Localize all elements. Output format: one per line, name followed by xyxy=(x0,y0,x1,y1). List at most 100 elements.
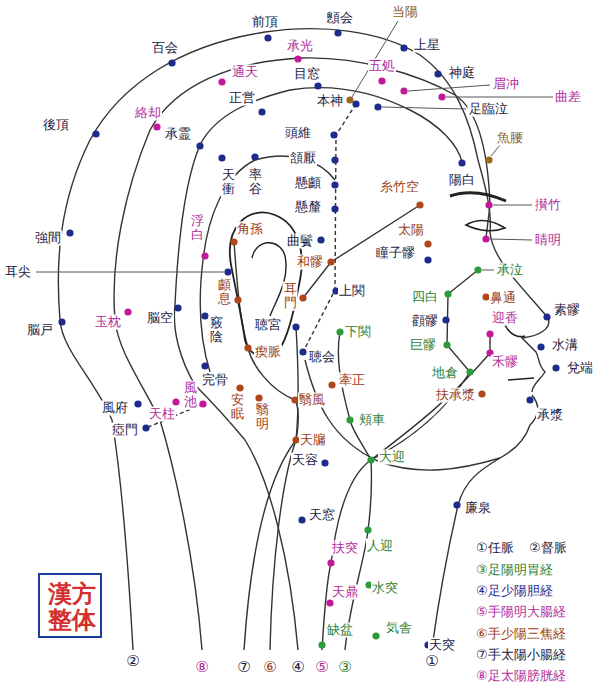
point-dot xyxy=(299,348,306,355)
legend-entry: ③足陽明胃経 xyxy=(475,563,554,578)
leader-line xyxy=(482,270,494,271)
point-name: 眉冲 xyxy=(492,77,520,92)
point-name: 上星 xyxy=(413,38,441,53)
point-name: 承泣 xyxy=(496,263,524,278)
point-dot xyxy=(255,394,262,401)
triple-burner-line xyxy=(234,242,298,650)
point-dot xyxy=(153,123,160,130)
large-intestine-line xyxy=(322,334,490,650)
point-name: 顴髎 xyxy=(411,314,439,329)
point-dot xyxy=(314,82,321,89)
point-name: 頷厭 xyxy=(289,151,317,166)
point-name: 目窓 xyxy=(293,67,321,82)
leader-lines xyxy=(36,21,553,272)
point-name: 玉枕 xyxy=(94,315,122,330)
point-name: 承光 xyxy=(286,39,314,54)
point-dot xyxy=(474,266,481,273)
point-name: 神庭 xyxy=(448,66,476,81)
point-name: 和髎 xyxy=(296,255,324,270)
point-name: 脳空 xyxy=(146,311,174,326)
meridian-lines xyxy=(58,29,548,650)
point-name: 水突 xyxy=(371,581,399,596)
point-dot xyxy=(218,78,225,85)
point-name: 風府 xyxy=(101,401,129,416)
ear-inner xyxy=(252,243,286,316)
callout-number: ⑥ xyxy=(262,659,277,676)
gallbladder-dashed xyxy=(303,104,356,352)
nostril xyxy=(505,325,525,337)
point-name: 絡却 xyxy=(134,106,162,121)
point-name: 扶承漿 xyxy=(435,388,476,403)
point-name: 天柱 xyxy=(148,407,176,422)
face-features xyxy=(230,193,534,380)
point-dot xyxy=(294,55,301,62)
point-name: 風池 xyxy=(183,381,198,410)
point-dot xyxy=(416,201,423,208)
point-name: 攅竹 xyxy=(534,198,562,213)
point-name: 鼻通 xyxy=(489,291,517,306)
point-name: 承漿 xyxy=(536,408,564,423)
point-dot xyxy=(299,294,306,301)
point-dot xyxy=(292,323,299,330)
point-name: 浮白 xyxy=(190,214,205,243)
point-name: 地倉 xyxy=(431,366,459,381)
point-dot xyxy=(458,159,465,166)
point-name: 完骨 xyxy=(201,373,229,388)
point-name: 本神 xyxy=(316,94,344,109)
point-dot xyxy=(552,364,559,371)
point-name: 安眠 xyxy=(230,393,245,422)
point-dot xyxy=(485,156,492,163)
point-dot xyxy=(486,330,493,337)
point-name: 天鼎 xyxy=(331,585,359,600)
point-name: 迎香 xyxy=(491,311,519,326)
leader-line xyxy=(491,145,500,156)
point-dot xyxy=(168,59,175,66)
point-dot xyxy=(224,268,231,275)
point-name: 巨髎 xyxy=(409,338,437,353)
point-dot xyxy=(196,142,203,149)
point-dot xyxy=(453,501,460,508)
legend-entry: ⑤手陽明大腸経 xyxy=(475,605,567,620)
point-dot xyxy=(172,398,179,405)
point-dot xyxy=(334,29,341,36)
stomach-line xyxy=(338,332,371,650)
point-dot xyxy=(424,256,431,263)
point-name: 天窓 xyxy=(308,508,336,523)
point-dot xyxy=(443,341,450,348)
point-dot xyxy=(199,400,206,407)
gallbladder-line xyxy=(174,88,462,650)
point-dot xyxy=(442,316,449,323)
point-dot xyxy=(92,130,99,137)
leader-line xyxy=(408,85,490,91)
point-dot xyxy=(331,205,338,212)
point-dot xyxy=(251,153,258,160)
point-name: 百会 xyxy=(151,41,179,56)
callout-number: ④ xyxy=(290,659,305,676)
point-dot xyxy=(317,236,324,243)
point-dot xyxy=(367,456,374,463)
point-dot xyxy=(485,201,492,208)
leader-line xyxy=(493,205,532,206)
eyebrow xyxy=(450,193,506,201)
point-name: 天突 xyxy=(428,638,456,653)
point-name: 懸釐 xyxy=(294,200,322,215)
point-dot xyxy=(438,93,445,100)
point-name: 瘈脈 xyxy=(254,345,282,360)
point-dot xyxy=(201,362,208,369)
point-dot xyxy=(218,154,225,161)
point-dot xyxy=(482,235,489,242)
point-name: 気舎 xyxy=(385,621,413,636)
callout-number: ⑦ xyxy=(236,659,251,676)
legend-entry: ⑥手少陽三焦経 xyxy=(475,627,567,642)
point-dot xyxy=(318,641,325,648)
point-name: 角孫 xyxy=(236,222,264,237)
point-name: 耳尖 xyxy=(4,265,32,280)
point-dot xyxy=(537,343,544,350)
jaw-line xyxy=(305,360,500,470)
point-dot xyxy=(424,240,431,247)
point-dot xyxy=(330,131,337,138)
point-name: 大迎 xyxy=(378,450,406,465)
point-name: 魚腰 xyxy=(496,131,524,146)
legend-entry: ④足少陽胆経 xyxy=(475,584,554,599)
